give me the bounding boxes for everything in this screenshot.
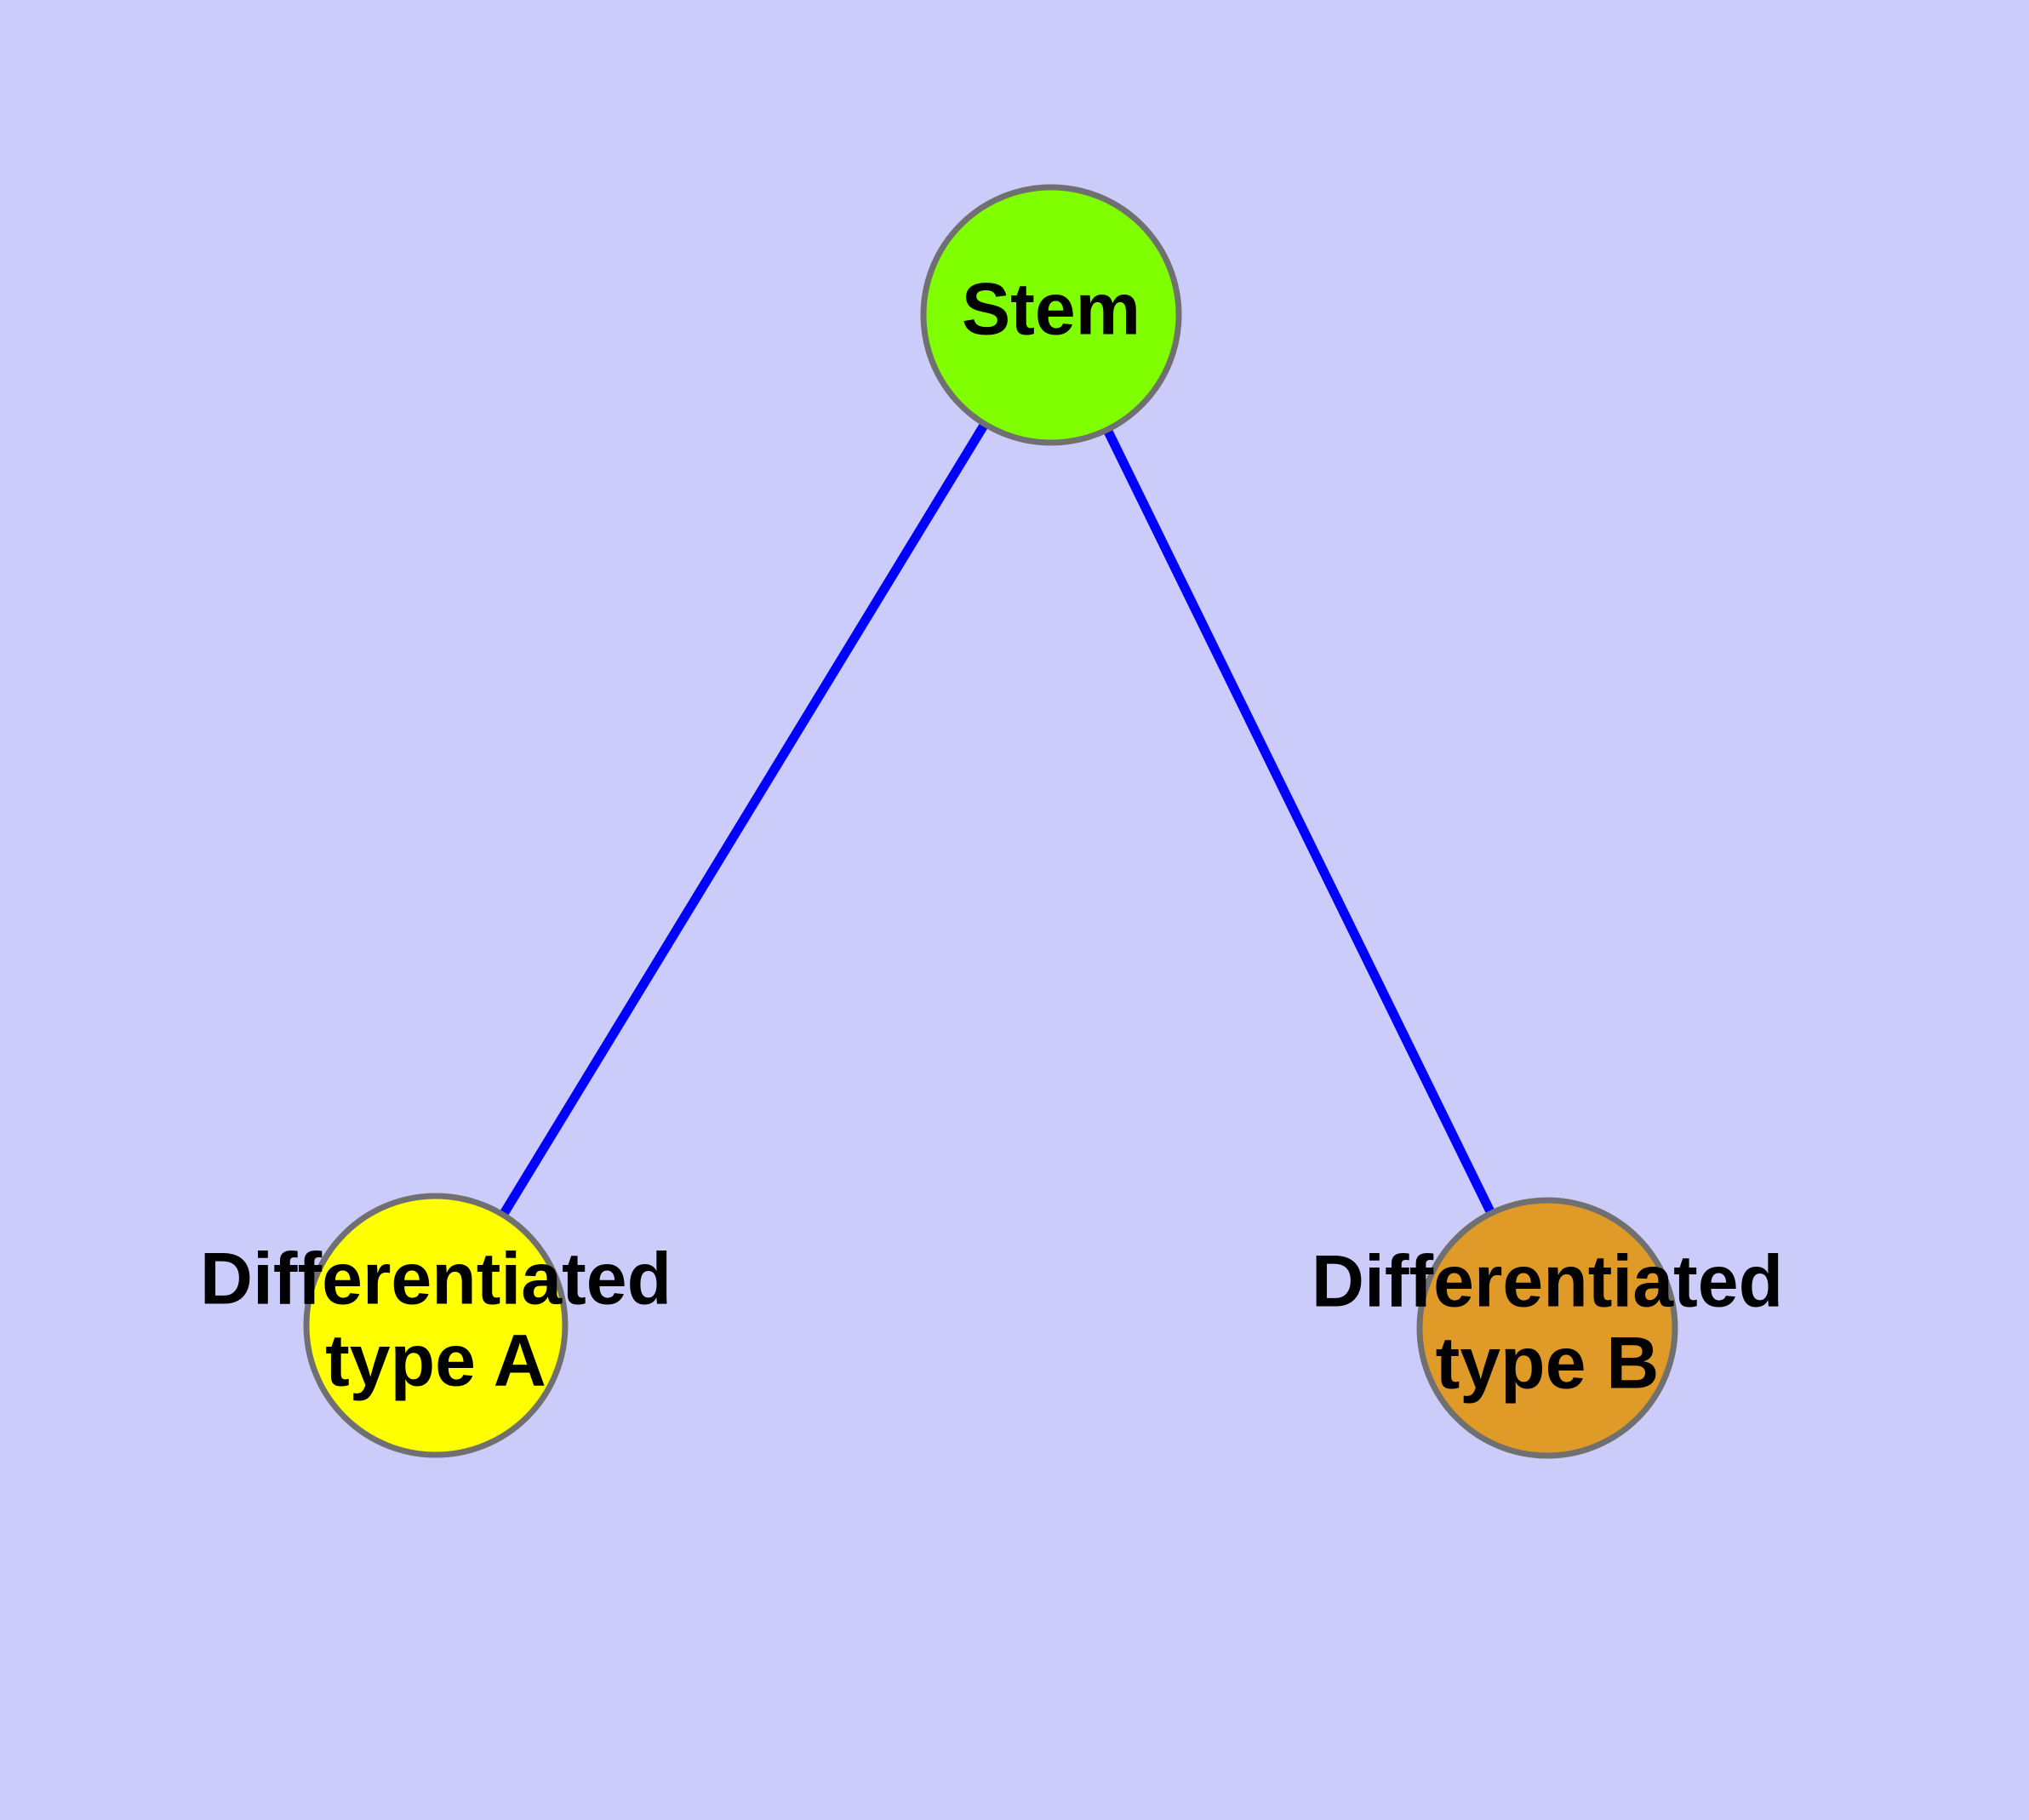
- edges-layer: [432, 312, 1552, 1331]
- node-circle-diff-a[interactable]: [303, 1193, 569, 1458]
- node-label-diff-a-line-1: type A: [325, 1320, 546, 1402]
- node-label-diff-b-line-0: Differentiated: [1312, 1241, 1783, 1323]
- graph-edge-stem-to-diff-a[interactable]: [432, 312, 1055, 1328]
- node-label-diff-b-line-1: type B: [1436, 1323, 1660, 1405]
- node-label-stem-line-0: Stem: [962, 269, 1140, 351]
- node-circle-diff-b[interactable]: [1416, 1197, 1678, 1459]
- graph-node-stem[interactable]: Stem: [920, 184, 1182, 446]
- node-label-diff-a-line-0: Differentiated: [200, 1239, 672, 1320]
- node-circle-stem[interactable]: [920, 184, 1182, 446]
- graph-edge-stem-to-diff-b[interactable]: [1047, 312, 1552, 1331]
